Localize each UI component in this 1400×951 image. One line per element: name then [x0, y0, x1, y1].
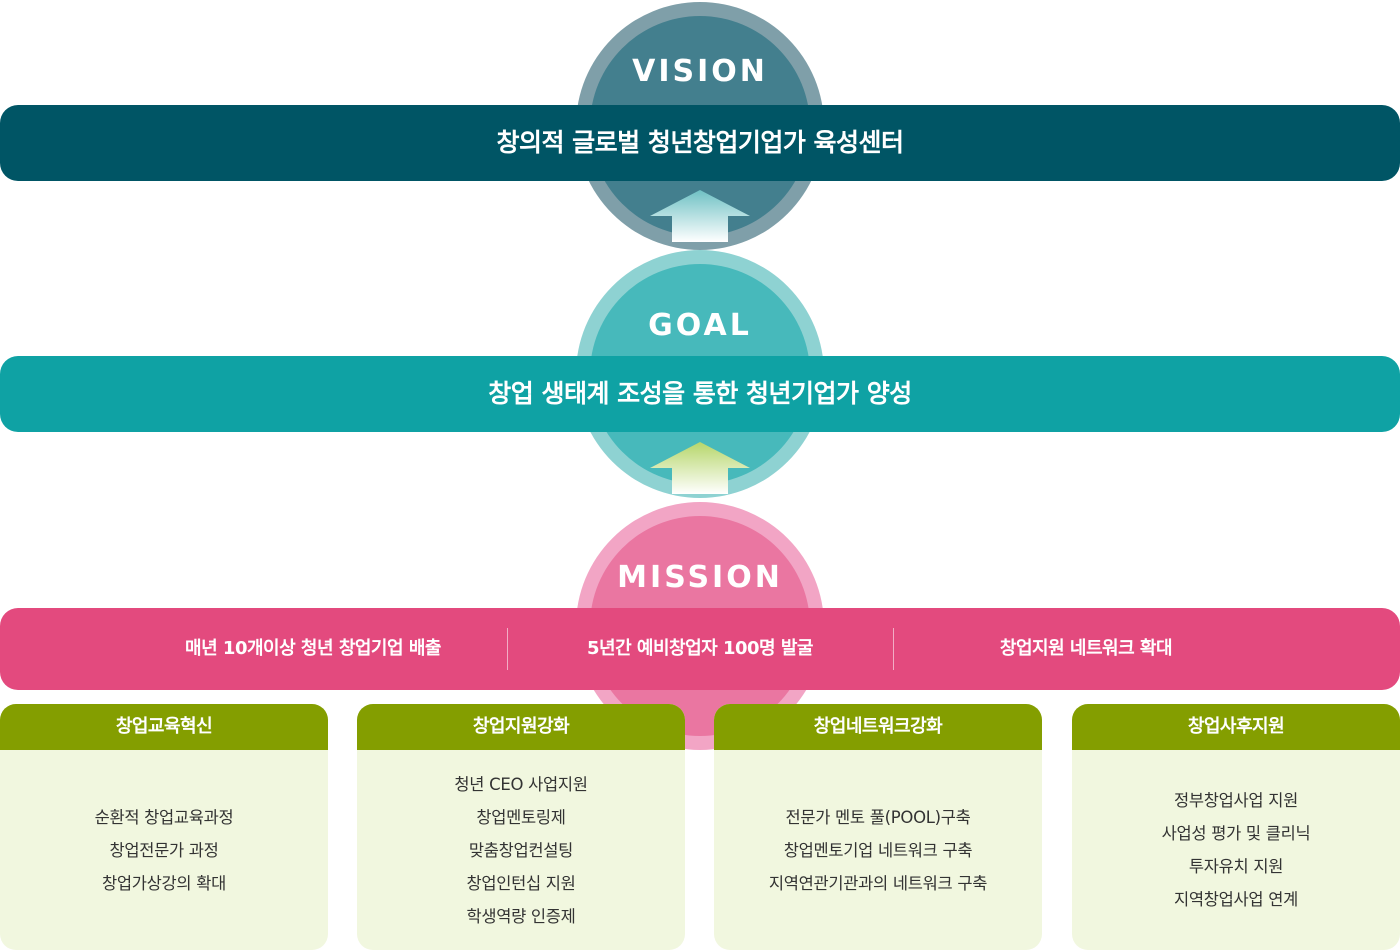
mission-items: 매년 10개이상 청년 창업기업 배출 5년간 예비창업자 100명 발굴 창업… [0, 608, 1400, 690]
column-item: 전문가 멘토 풀(POOL)구축 [785, 807, 971, 827]
column-item: 순환적 창업교육과정 [94, 807, 234, 827]
column-item: 학생역량 인증제 [466, 906, 576, 926]
mission-band [0, 608, 1400, 690]
vision-band: 창의적 글로벌 청년창업기업가 육성센터 [0, 105, 1400, 181]
column-title: 창업교육혁신 [0, 704, 328, 750]
column-item: 정부창업사업 지원 [1174, 791, 1298, 810]
goal-title: 창업 생태계 조성을 통한 청년기업가 양성 [488, 379, 912, 408]
column-item: 지역창업사업 연계 [1174, 890, 1298, 909]
column-item: 창업가상강의 확대 [102, 873, 226, 893]
mission-item: 매년 10개이상 청년 창업기업 배출 [185, 638, 441, 659]
column-startup-support: 창업지원강화 청년 CEO 사업지원 창업멘토링제 맞춤창업컨설팅 창업인턴십 … [357, 704, 685, 950]
mission-divider [507, 628, 508, 670]
column-startup-aftercare: 창업사후지원 정부창업사업 지원 사업성 평가 및 클리닉 투자유치 지원 지역… [1072, 704, 1400, 950]
column-item: 사업성 평가 및 클리닉 [1161, 824, 1311, 843]
goal-label: GOAL [648, 308, 752, 343]
column-item: 창업인턴십 지원 [466, 873, 576, 893]
column-title: 창업지원강화 [357, 704, 685, 750]
mission-label: MISSION [617, 560, 783, 595]
goal-band: 창업 생태계 조성을 통한 청년기업가 양성 [0, 356, 1400, 432]
column-item: 창업멘토링제 [476, 807, 566, 827]
column-item: 창업멘토기업 네트워크 구축 [783, 840, 973, 860]
column-title: 창업네트워크강화 [714, 704, 1042, 750]
mission-item: 창업지원 네트워크 확대 [999, 638, 1173, 659]
column-item: 지역연관기관과의 네트워크 구축 [768, 873, 988, 893]
mission-item: 5년간 예비창업자 100명 발굴 [587, 638, 814, 659]
mission-divider [893, 628, 894, 670]
arrow-up-icon [650, 190, 750, 242]
column-item: 맞춤창업컨설팅 [468, 840, 574, 860]
column-startup-network: 창업네트워크강화 전문가 멘토 풀(POOL)구축 창업멘토기업 네트워크 구축… [714, 704, 1042, 950]
column-startup-education: 창업교육혁신 순환적 창업교육과정 창업전문가 과정 창업가상강의 확대 [0, 704, 328, 950]
vision-label: VISION [632, 54, 768, 89]
vision-title: 창의적 글로벌 청년창업기업가 육성센터 [496, 128, 904, 157]
column-item: 청년 CEO 사업지원 [454, 774, 588, 794]
arrow-up-icon [650, 442, 750, 494]
column-item: 창업전문가 과정 [109, 840, 219, 860]
column-item: 투자유치 지원 [1188, 857, 1284, 876]
column-title: 창업사후지원 [1072, 704, 1400, 750]
